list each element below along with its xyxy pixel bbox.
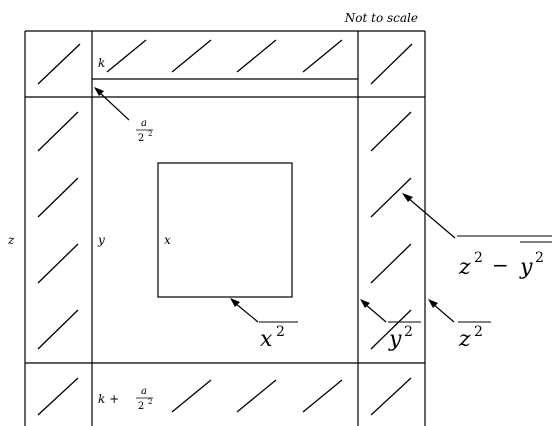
hatch-mark <box>37 177 79 218</box>
hatch-mark <box>37 377 79 416</box>
hatch-mark <box>37 111 79 152</box>
arrow-y-squared <box>364 303 387 323</box>
callout-z2-minus-y2: z 2 − y 2 <box>457 235 552 280</box>
hatch-mark <box>370 309 412 350</box>
hatch-mark <box>171 379 212 413</box>
fraction-numerator: a <box>141 386 147 397</box>
arrow-head <box>360 299 370 308</box>
hatch-mark <box>236 379 277 413</box>
hatch-mark <box>106 39 147 73</box>
arrow-head <box>402 193 413 202</box>
hatch-mark <box>302 379 343 413</box>
callout-base: x <box>260 327 273 352</box>
callout-exponent-right: 2 <box>535 250 544 266</box>
arrow-z2-minus-y2 <box>407 197 456 239</box>
fraction-numerator: a <box>141 118 147 129</box>
callout-exponent: 2 <box>404 324 413 340</box>
hatch-mark <box>370 43 413 85</box>
arrow-head <box>94 87 104 96</box>
label-z: z <box>7 233 15 247</box>
label-y: y <box>97 233 105 247</box>
fraction-denominator: 2 <box>138 133 144 144</box>
callout-base: z <box>458 327 471 352</box>
not-to-scale-note: Not to scale <box>344 11 418 25</box>
hatch-mark <box>37 243 79 284</box>
label-k-plus-fraction: k + a 2 2 <box>98 386 153 412</box>
hatch-mark <box>370 243 412 284</box>
callout-base: y <box>388 327 402 352</box>
arrow-a-over-2sq <box>98 91 130 121</box>
minus-sign: − <box>492 253 509 277</box>
hatch-mark <box>370 177 412 218</box>
callout-base-right: y <box>519 255 533 280</box>
arrow-z-squared <box>432 303 455 323</box>
hatch-mark <box>370 111 412 152</box>
callout-exponent: 2 <box>276 324 285 340</box>
hatch-mark <box>236 39 277 73</box>
inner-square-x <box>157 162 293 298</box>
callout-y-squared: y 2 <box>388 321 421 352</box>
label-k: k <box>98 56 105 70</box>
hatch-mark <box>37 43 81 85</box>
callout-base-left: z <box>458 255 471 280</box>
hatch-mark <box>171 39 212 73</box>
arrow-head <box>230 298 240 307</box>
callout-x-squared: x 2 <box>259 321 298 352</box>
callout-exponent-left: 2 <box>474 250 483 266</box>
label-x: x <box>164 233 171 247</box>
arrow-x-squared <box>234 302 259 323</box>
fraction-a-over-2-squared: a 2 2 <box>136 118 153 144</box>
fraction-exponent: 2 <box>148 130 152 138</box>
hatch-mark <box>302 39 343 73</box>
fraction-denominator: 2 <box>138 401 144 412</box>
hatch-mark <box>37 309 79 350</box>
callout-z-squared: z 2 <box>458 321 491 352</box>
k-plus-text: k + <box>98 392 119 406</box>
hatch-mark <box>370 377 412 416</box>
callout-exponent: 2 <box>474 324 483 340</box>
arrow-head <box>428 299 438 308</box>
fraction-exponent: 2 <box>148 398 152 406</box>
